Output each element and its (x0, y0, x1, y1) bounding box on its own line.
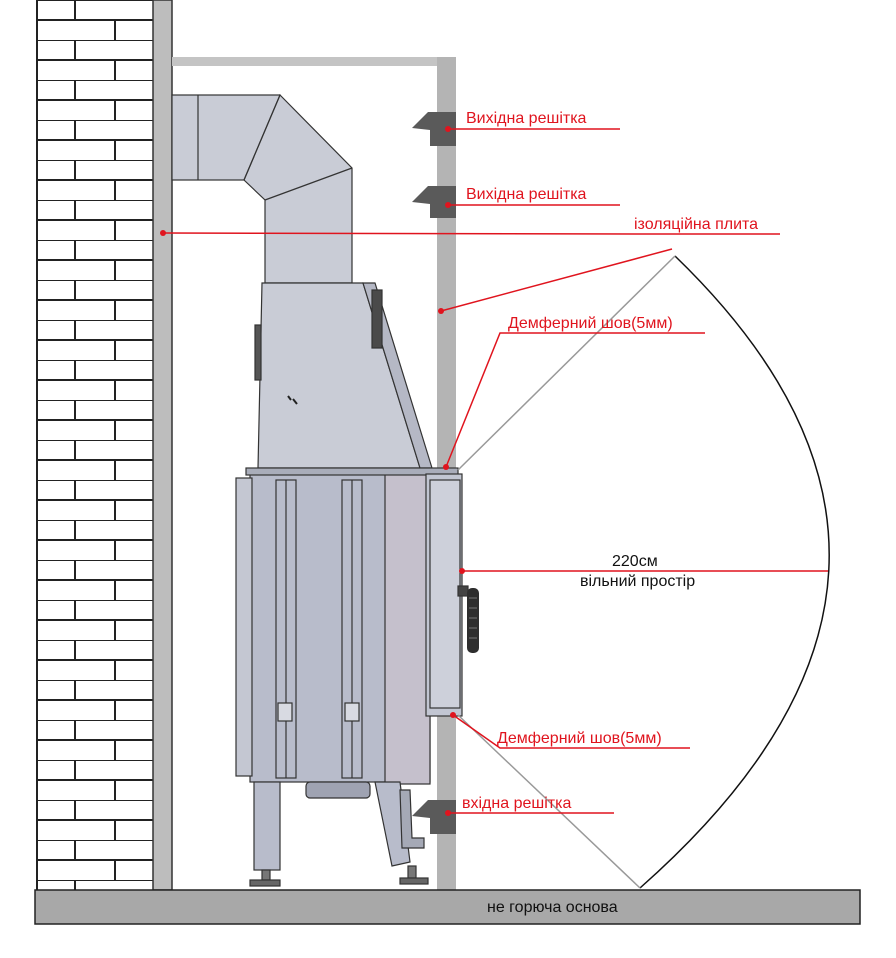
non-combustible-base (34, 889, 861, 925)
firebox-stand (249, 781, 429, 887)
inlet-grille-icon (412, 800, 456, 834)
label-free-space-text: вільний простір (580, 573, 695, 590)
label-outlet-grille-2: Вихідна решітка (466, 186, 587, 203)
firebox-body (235, 467, 459, 785)
label-inlet-grille: вхідна решітка (462, 795, 571, 812)
brick-wall (37, 0, 153, 890)
convection-hood (254, 282, 433, 469)
door-handle-icon (467, 588, 479, 653)
fireplace-door (425, 473, 469, 717)
outlet-grille-icon (412, 112, 456, 146)
insulation-board (152, 0, 173, 891)
annotation-dots (160, 126, 465, 816)
flue-pipe (171, 93, 353, 284)
outlet-grille-icon (412, 186, 456, 218)
annotation-leaders (162, 128, 828, 814)
label-damper-seam-bottom: Демферний шов(5мм) (497, 730, 662, 747)
label-base: не горюча основа (487, 899, 618, 916)
free-space-arc (457, 255, 830, 889)
casing-top-beam (172, 57, 456, 66)
label-free-space-distance: 220см (612, 553, 658, 570)
label-outlet-grille-1: Вихідна решітка (466, 110, 587, 127)
label-insulation-board: ізоляційна плита (634, 216, 758, 233)
label-damper-seam-top: Демферний шов(5мм) (508, 315, 673, 332)
